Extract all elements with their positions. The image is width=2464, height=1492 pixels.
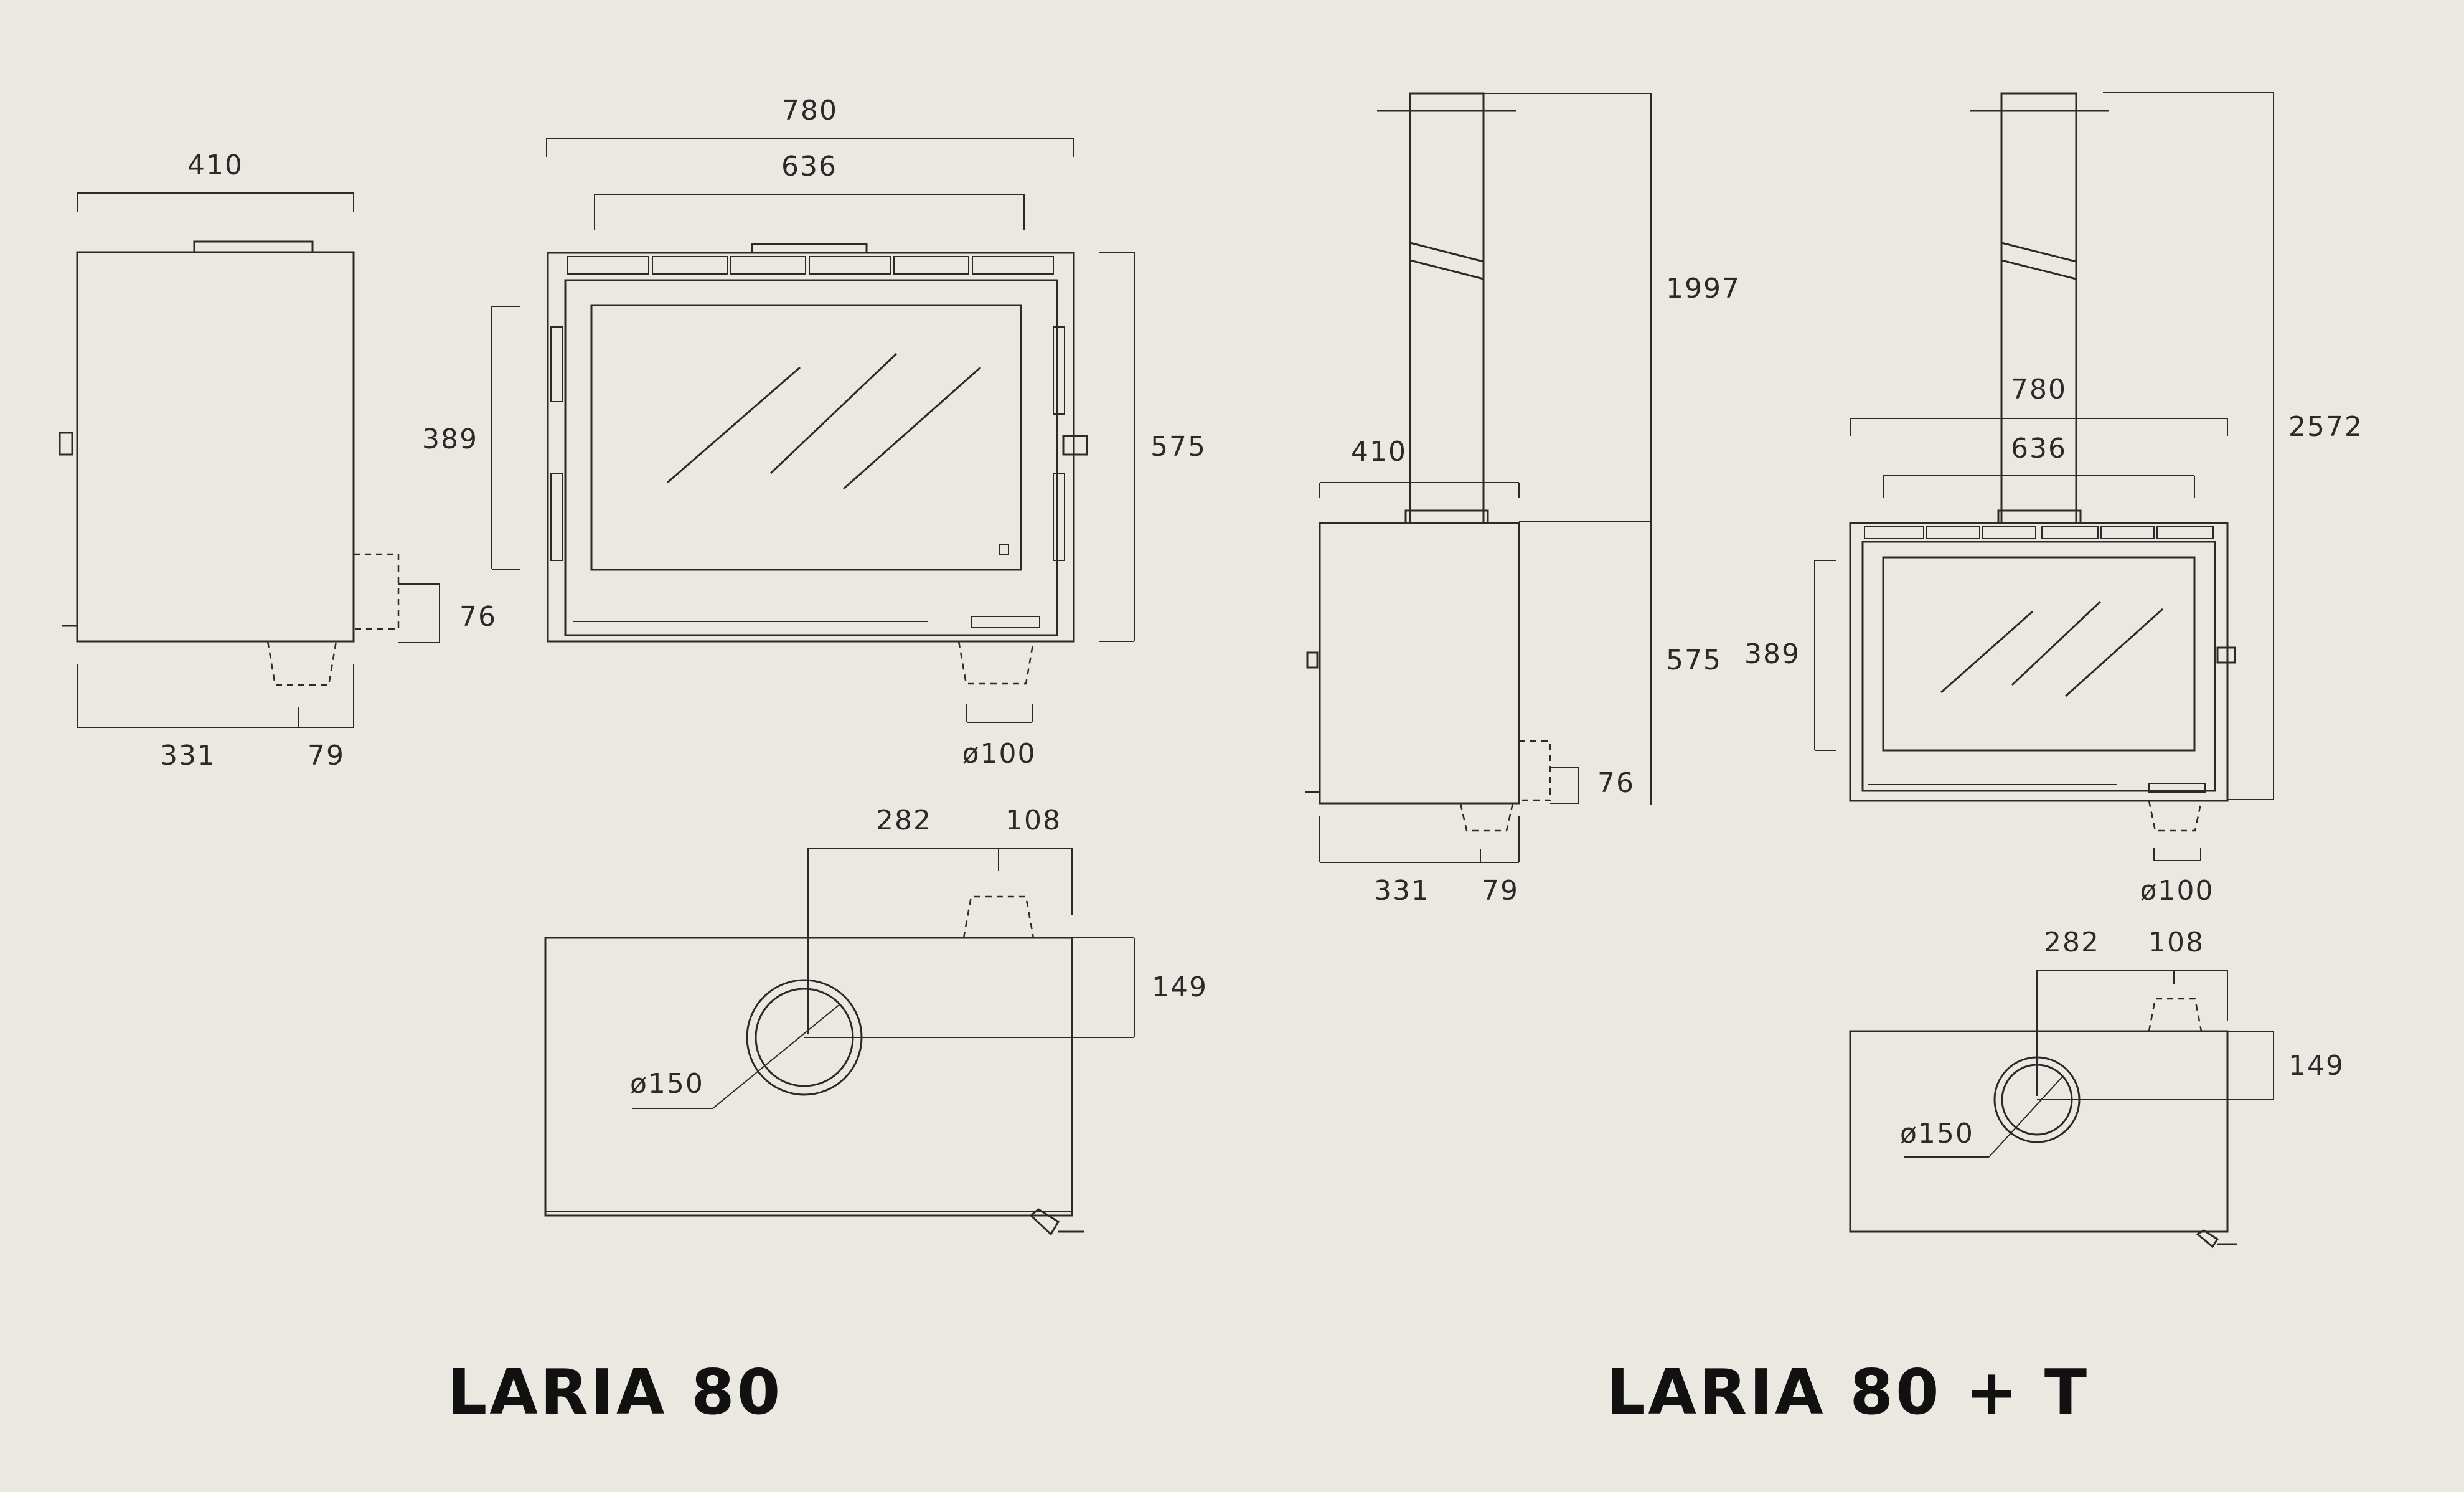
laria80-front-glass-width-label: 636 [781, 151, 837, 182]
laria80-top-inlet-offset-label: 108 [1005, 805, 1061, 836]
laria80-side-depth-front-label: 331 [160, 740, 216, 772]
laria80t-title: LARIA 80 + T [1606, 1356, 2089, 1428]
laria80-side-outlet-label: 76 [459, 601, 497, 633]
laria80t-front-glass-width-label: 636 [2011, 433, 2067, 465]
laria80t-front-outlet-diameter-label: ø100 [2140, 875, 2214, 907]
laria80t-side-outlet-label: 76 [1597, 767, 1635, 799]
laria80t-side-depth-back-label: 79 [1482, 875, 1519, 907]
laria80t-side-depth-front-label: 331 [1374, 875, 1430, 907]
laria80t-front-view: 2572 780 636 389 ø100 [1744, 92, 2363, 907]
laria80-top-view: 282 108 149 ø150 [544, 805, 1208, 1236]
laria80t-side-flue-height-label: 1997 [1666, 273, 1741, 305]
laria80-side-width-label: 410 [187, 149, 243, 181]
laria80t-side-view: 1997 410 76 575 331 79 [1305, 92, 1741, 907]
laria80t-top-flue-diameter-label: ø150 [1900, 1118, 1974, 1150]
laria80t-top-flue-offset-y-label: 149 [2288, 1050, 2344, 1082]
laria80-title: LARIA 80 [448, 1356, 783, 1428]
laria80-front-view: 780 636 389 575 [422, 95, 1206, 770]
laria80-top-flue-diameter-label: ø150 [630, 1068, 704, 1100]
laria80t-side-width-label: 410 [1351, 436, 1407, 468]
laria80-front-overall-height-label: 575 [1150, 431, 1206, 463]
laria80-front-outlet-diameter-label: ø100 [962, 738, 1037, 770]
laria80-top-flue-offset-x-label: 282 [876, 805, 932, 836]
laria80-side-depth-back-label: 79 [308, 740, 345, 772]
laria80t-front-total-height-label: 2572 [2288, 411, 2363, 443]
laria80t-front-overall-width-label: 780 [2011, 374, 2067, 405]
laria80-front-glass-height-label: 389 [422, 423, 478, 455]
laria80t-top-flue-offset-x-label: 282 [2044, 927, 2100, 958]
laria80-top-flue-offset-y-label: 149 [1152, 971, 1208, 1003]
laria80t-top-view: 282 108 149 ø150 [1849, 927, 2344, 1249]
laria80t-front-glass-height-label: 389 [1744, 638, 1800, 670]
laria80t-top-inlet-offset-label: 108 [2148, 927, 2204, 958]
laria80t-side-body-height-label: 575 [1666, 644, 1722, 676]
laria80-side-view: 410 76 331 79 [59, 149, 497, 772]
laria80-front-overall-width-label: 780 [782, 95, 838, 126]
